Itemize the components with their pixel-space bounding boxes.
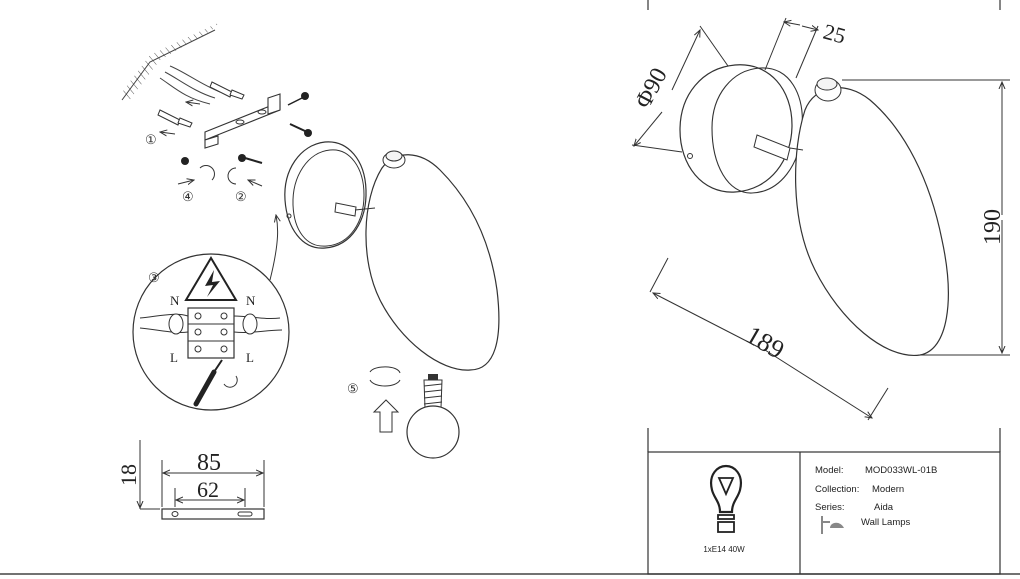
wall-plug-icon [209,81,245,100]
wall-plug-icon [157,109,193,128]
bracket-outer-width-label: 85 [197,450,221,476]
screw-icon [287,92,309,106]
height-label: 190 [980,209,1006,245]
bulb-spec-icon [710,464,742,533]
spec-table-frame [647,451,1001,575]
terminal-block [187,307,235,359]
rotate-arrow-icon [177,165,215,184]
wall-mount-illustration: ① ② ④ [120,22,312,204]
high-voltage-warning-icon [184,256,238,301]
step-4-label: ④ [182,189,194,204]
type-value: Wall Lamps [861,517,911,528]
model-label: Model: [815,465,844,476]
screwdriver-icon [193,359,223,407]
bulb-spec-caption: 1xE14 40W [703,545,745,554]
terminal-label-l-left: L [170,350,178,365]
wiring-detail: N N L L ③ [132,253,290,411]
spec-panel: 1xE14 40W Model: MOD033WL-01B Collection… [648,452,1000,574]
series-value: Aida [874,502,894,513]
step-1-label: ① [145,132,157,147]
series-label: Series: [815,502,845,513]
wall-lamp-icon [821,516,844,534]
base-depth-label: 25 [821,19,849,49]
bracket-height-label: 18 [116,464,141,486]
collection-value: Modern [872,484,905,495]
terminal-label-n-left: N [170,293,180,308]
screw-icon [289,123,312,137]
rotate-arrow-icon [227,167,263,187]
bracket-hole-spacing-label: 62 [197,477,219,502]
terminal-label-l-right: L [246,350,254,365]
terminal-label-n-right: N [246,293,256,308]
bulb-install-step: ⑤ [347,366,460,459]
mounting-bracket [204,93,281,149]
screw-icon [181,157,189,165]
light-bulb-icon [406,374,460,459]
model-value: MOD033WL-01B [865,465,938,476]
push-arrow-icon [160,132,176,134]
push-arrow-icon [186,102,201,104]
step-3-label: ③ [148,270,160,285]
rotate-arrow-icon [223,375,238,388]
base-diameter-label: Φ90 [630,64,672,113]
step-5-label: ⑤ [347,381,359,396]
collection-label: Collection: [815,484,860,495]
up-arrow-icon [372,399,400,433]
length-label: 189 [741,320,789,365]
lamp-install-view [269,141,500,371]
screw-icon [238,154,263,164]
rotate-arrow-icon [369,366,401,387]
bracket-dimension-drawing: 85 62 18 [116,440,265,520]
lamp-dimension-view: Φ90 25 190 189 [630,17,1010,421]
step-2-label: ② [235,189,247,204]
